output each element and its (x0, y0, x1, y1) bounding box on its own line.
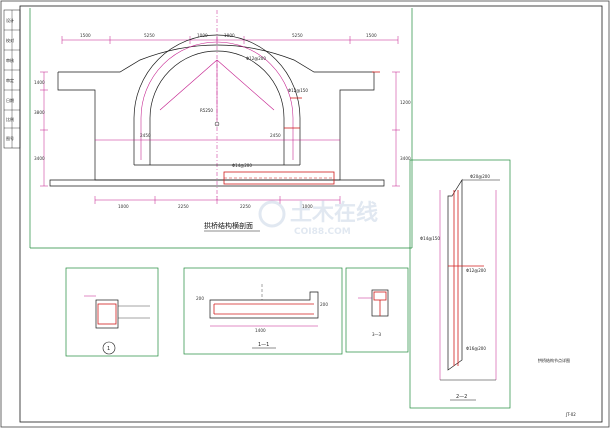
rebar-side-label: Φ12@150 (288, 88, 308, 93)
left-vdim-1: 3800 (34, 110, 45, 115)
titleblock-cell-0: 设计 (6, 17, 14, 23)
detail-1-marker: 1 (107, 346, 110, 352)
sheet-number: JT-02 (565, 412, 576, 417)
section-2-2[interactable]: Φ20@200 Φ14@150 Φ12@200 Φ16@200 2—2 (420, 174, 500, 401)
bottom-dim-1: 2250 (178, 204, 189, 209)
section-1-1[interactable]: 1400 200 200 1—1 (196, 284, 328, 349)
top-dim-0: 1500 (80, 33, 91, 38)
rebar-base-label: Φ14@200 (232, 163, 252, 168)
top-dim-5: 1500 (366, 33, 377, 38)
right-deck-markers (284, 71, 380, 129)
right-vertical-dims (392, 71, 400, 187)
top-dim-2: 1000 (197, 33, 208, 38)
arch-section[interactable]: 1500 5250 1000 1000 5250 1500 (34, 10, 411, 232)
left-vertical-dims (40, 71, 48, 187)
sec22-label-0: Φ14@150 (420, 236, 440, 241)
titleblock-cell-1: 校对 (6, 37, 14, 43)
partition-frames (29, 8, 511, 409)
left-titleblock: 设计 校对 审核 审定 日期 比例 图号 (3, 9, 21, 149)
watermark: 土木在线 COI88.COM (258, 200, 378, 237)
section-3-3-title: 3—3 (372, 332, 382, 337)
mid-dim-1: 2450 (270, 133, 281, 138)
top-dim-4: 5250 (292, 33, 303, 38)
top-dim-3: 1000 (224, 33, 235, 38)
sec22-label-2: Φ16@200 (466, 346, 486, 351)
watermark-cn: 土木在线 (290, 200, 378, 226)
top-dim-1: 5250 (144, 33, 155, 38)
sec22-top-label: Φ20@200 (470, 174, 490, 179)
mid-dimension-chain (94, 139, 341, 204)
bottom-dim-2: 2250 (240, 204, 251, 209)
titleblock-cell-4: 日期 (6, 97, 14, 103)
titleblock-cell-5: 比例 (6, 116, 14, 122)
top-dimension-chain (61, 10, 399, 200)
right-vdim-0: 1200 (400, 100, 411, 105)
arch-center-mark (214, 121, 220, 127)
bottom-dim-3: 1000 (302, 204, 313, 209)
left-vdim-2: 3400 (34, 156, 45, 161)
arch-outline (49, 34, 385, 187)
radius-label: R5250 (200, 108, 213, 113)
section-3-3[interactable]: 3—3 (358, 289, 389, 337)
sec11-dim-2: 200 (320, 302, 328, 307)
sec11-dim-0: 1400 (255, 328, 266, 333)
mid-dim-0: 2450 (140, 133, 151, 138)
titleblock-cell-6: 图号 (6, 135, 14, 141)
right-panel-title: 拱桥结构节点详图 (538, 357, 570, 363)
sec22-label-1: Φ12@200 (466, 268, 486, 273)
left-vdim-0: 1400 (34, 80, 45, 85)
titleblock-cell-3: 审定 (6, 77, 14, 83)
watermark-en: COI88.COM (294, 227, 351, 237)
section-1-1-title: 1—1 (258, 342, 269, 348)
sec11-dim-1: 200 (196, 296, 204, 301)
main-title: 拱桥结构横剖面 (204, 221, 253, 230)
rebar-top-label: Φ12@200 (246, 56, 266, 61)
right-vdim-1: 3400 (400, 156, 411, 161)
drawing-frame (19, 5, 603, 423)
detail-1[interactable]: 1 (84, 295, 150, 355)
titleblock-cell-2: 审核 (6, 57, 14, 63)
detail-1-marker-circle (102, 341, 116, 355)
bottom-dim-0: 1000 (118, 204, 129, 209)
section-2-2-title: 2—2 (456, 394, 467, 400)
